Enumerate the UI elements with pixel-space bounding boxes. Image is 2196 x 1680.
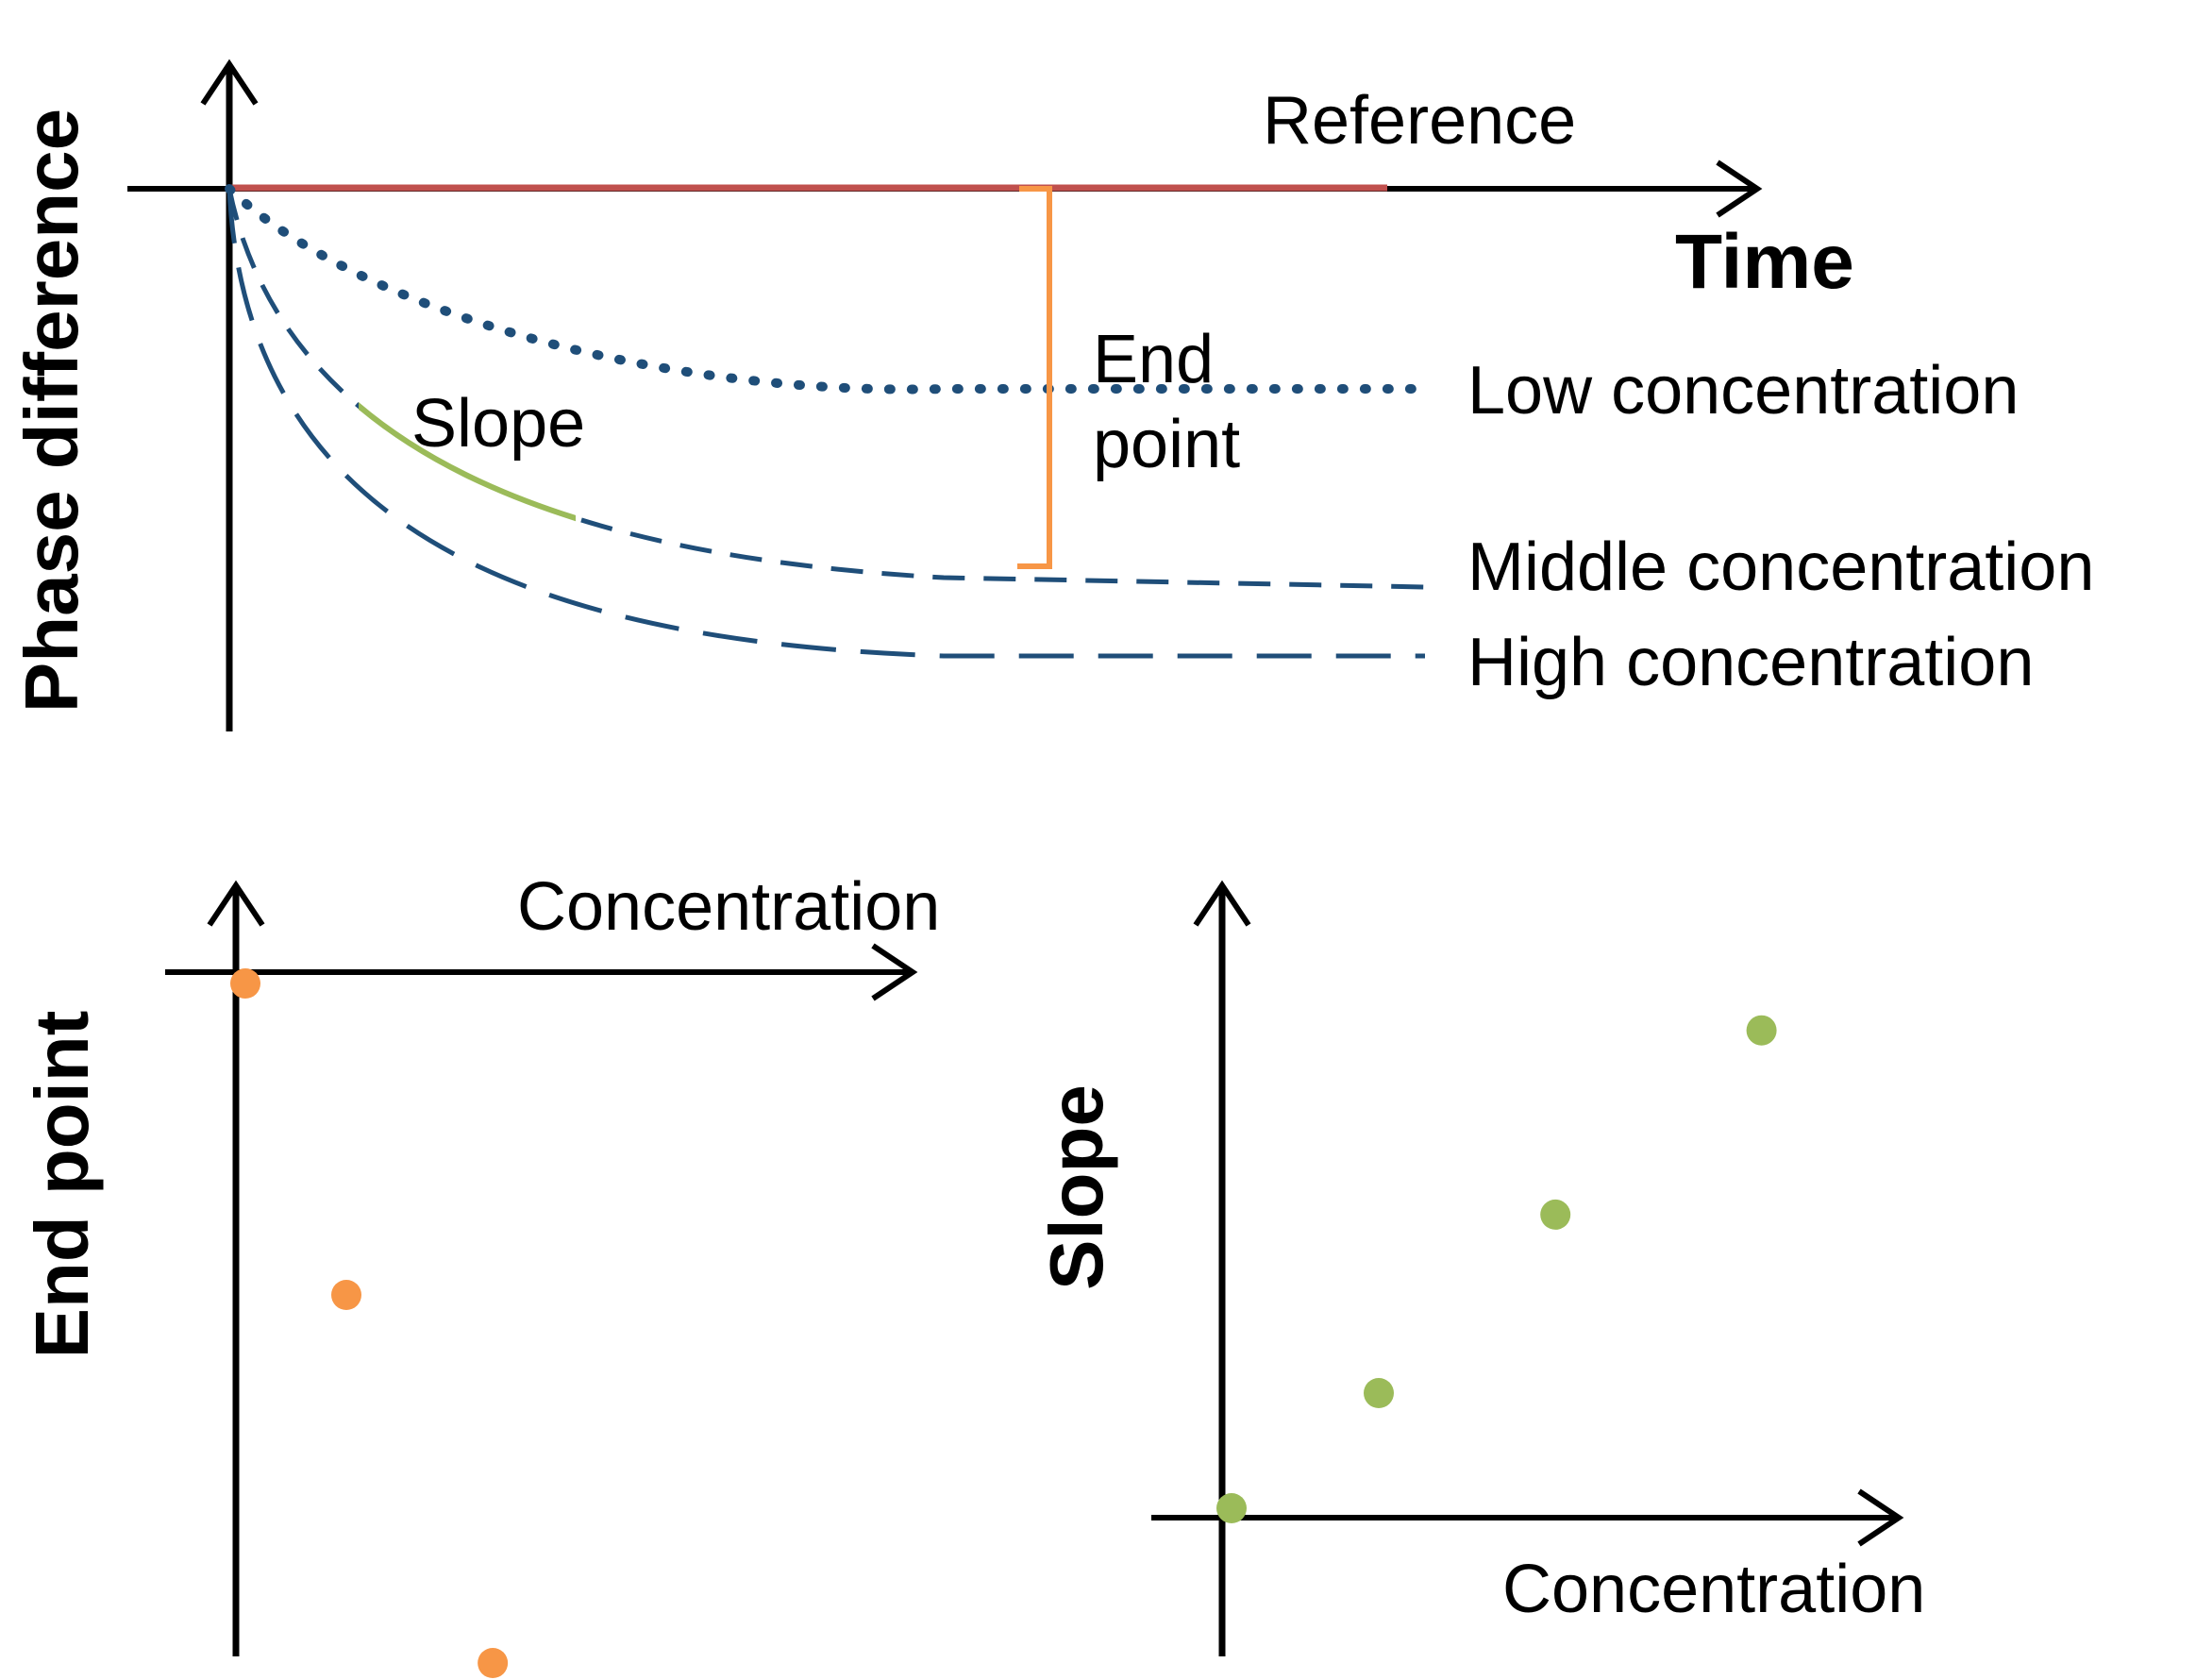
slope-points [1216,1015,1777,1523]
slope-point-4 [1746,1015,1777,1046]
slope-chart: Concentration Slope [1034,880,1925,1656]
end-point-y-axis [207,880,265,1656]
middle-concentration-label: Middle concentration [1467,529,2094,605]
end-point-label-line2: point [1093,407,1240,482]
slope-y-axis-label: Slope [1034,1084,1118,1290]
high-concentration-label: High concentration [1467,625,2034,700]
slope-highlight [359,401,576,522]
end-point-x-axis [165,943,918,1001]
end-point-points [230,968,509,1678]
low-concentration-curve [225,184,1430,395]
slope-label: Slope [411,386,585,462]
slope-y-axis [1193,880,1251,1656]
slope-point-1 [1216,1493,1247,1523]
reference-label: Reference [1263,83,1576,159]
end-point-point-2 [331,1280,361,1310]
end-point-point-3 [478,1648,509,1678]
top-y-axis-label: Phase difference [9,109,93,713]
end-point-chart: Concentration End point [20,869,940,1678]
low-concentration-label: Low concentration [1467,353,2019,428]
end-point-label-line1: End [1093,322,1214,397]
high-concentration-curve [226,188,1425,659]
slope-point-3 [1540,1199,1571,1230]
time-axis-label: Time [1675,219,1854,305]
top-y-axis [200,59,259,731]
middle-concentration-curve [226,188,1426,590]
end-point-x-axis-label: Concentration [517,869,940,945]
end-point-point-1 [230,968,260,999]
end-point-bracket [1017,186,1052,569]
slope-point-2 [1364,1378,1394,1408]
end-point-y-axis-label: End point [20,1011,104,1359]
slope-x-axis [1151,1488,1904,1547]
slope-x-axis-label: Concentration [1502,1552,1925,1627]
top-chart: Phase difference Time Reference Slope En… [9,59,2094,731]
